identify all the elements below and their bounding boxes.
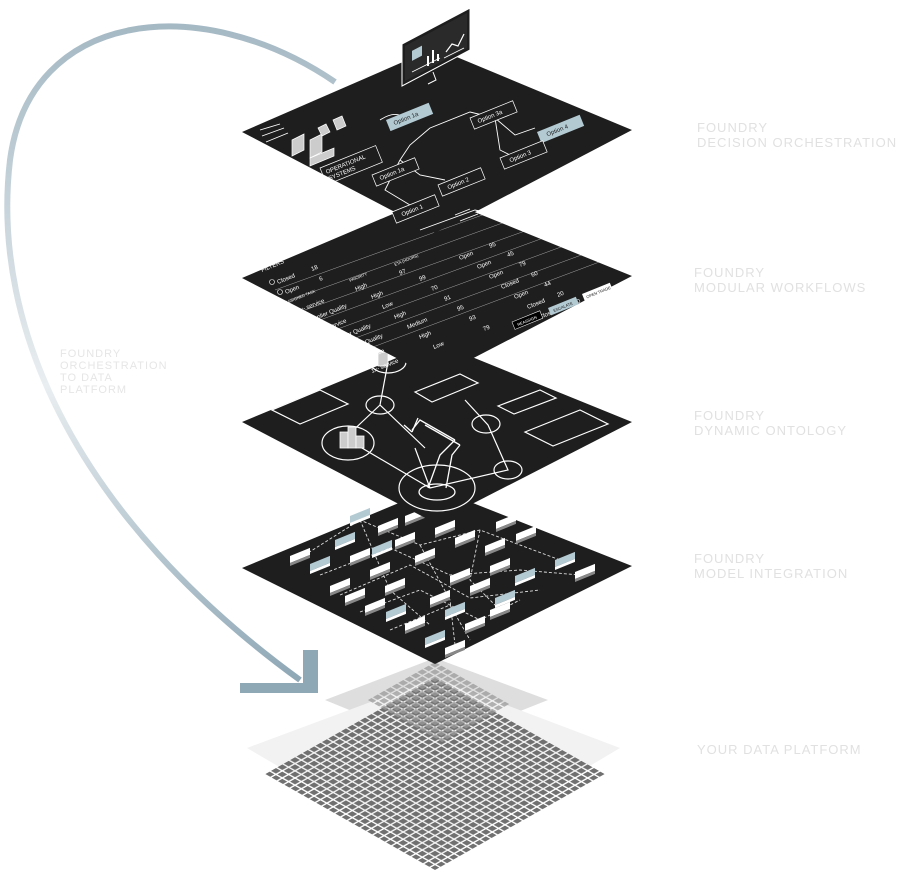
building-icon [339, 351, 389, 449]
dashboard-monitor-icon [401, 7, 471, 87]
svg-text:PRIORITY: PRIORITY [349, 271, 369, 283]
svg-text:95: 95 [489, 242, 498, 250]
dynamic-ontology-layer [242, 342, 632, 523]
svg-text:60: 60 [531, 271, 540, 279]
orchestration-arrow [4, 23, 337, 693]
option-box: Option 2 [437, 167, 486, 197]
svg-text:18: 18 [311, 265, 320, 273]
svg-text:High: High [419, 331, 433, 341]
arrow-label: FOUNDRY ORCHESTRATION TO DATA PLATFORM [60, 348, 168, 396]
decision-orchestration-layer: Option 1a Option 3a Option 4 Option 1a O… [242, 7, 632, 233]
svg-text:6: 6 [319, 276, 325, 283]
model-integration-layer [242, 488, 632, 664]
model-node-group [290, 507, 595, 658]
svg-text:High: High [355, 283, 369, 293]
svg-text:79: 79 [483, 325, 492, 333]
layer-label-model: FOUNDRY MODEL INTEGRATION [694, 551, 849, 581]
svg-text:Open: Open [489, 270, 505, 281]
svg-text:79: 79 [519, 261, 528, 269]
svg-text:Open: Open [285, 285, 301, 296]
modular-workflows-layer: FILTERS Closed 18 Open 6 ASSIGNED TASK P… [242, 196, 632, 378]
svg-text:20: 20 [557, 291, 566, 299]
layer-label-data-platform: YOUR DATA PLATFORM [697, 742, 862, 757]
arrow-head-icon [240, 650, 318, 693]
svg-text:High: High [394, 311, 408, 321]
svg-text:97: 97 [399, 269, 408, 277]
svg-text:Low: Low [433, 341, 446, 351]
robot-arm-icon [403, 417, 461, 501]
svg-text:Low: Low [382, 301, 395, 311]
svg-text:70: 70 [431, 285, 440, 293]
layer-label-ontology: FOUNDRY DYNAMIC ONTOLOGY [694, 408, 848, 438]
svg-text:High: High [371, 291, 385, 301]
factory-icon [291, 115, 347, 167]
svg-text:95: 95 [457, 305, 466, 313]
svg-text:45: 45 [507, 251, 516, 259]
svg-text:44: 44 [544, 281, 553, 289]
svg-text:99: 99 [419, 275, 428, 283]
svg-text:91: 91 [444, 295, 453, 303]
svg-text:Open: Open [459, 251, 475, 262]
layer-label-workflows: FOUNDRY MODULAR WORKFLOWS [694, 265, 867, 295]
svg-text:Open: Open [477, 260, 493, 271]
svg-text:93: 93 [469, 315, 478, 323]
layer-label-decision: FOUNDRY DECISION ORCHESTRATION [697, 120, 898, 150]
svg-text:Open: Open [514, 290, 530, 301]
